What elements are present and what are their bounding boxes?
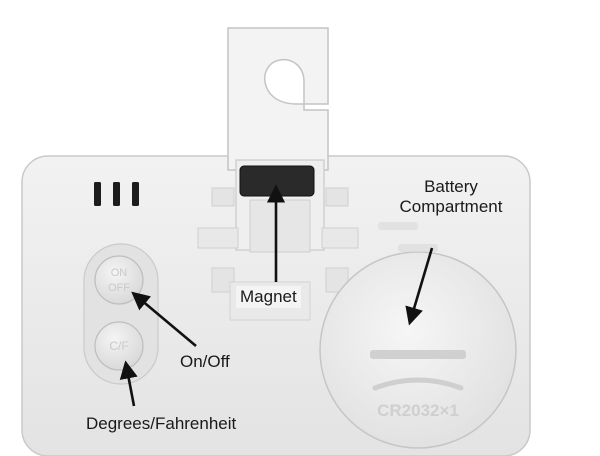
on-off-button: ON OFF — [94, 255, 144, 305]
on-off-arrow — [131, 291, 197, 347]
svg-text:OFF: OFF — [108, 282, 130, 294]
clip-tab — [325, 267, 349, 293]
engraving-marks — [378, 222, 438, 252]
degrees-label: Degrees/Fahrenheit — [86, 414, 237, 433]
battery-label-line1: Battery — [424, 177, 478, 196]
svg-text:C/F: C/F — [109, 339, 128, 353]
clip-tab — [211, 267, 235, 293]
battery-cap: CR2032×1 — [319, 251, 517, 449]
magnet-label: Magnet — [236, 286, 301, 308]
on-off-label: On/Off — [180, 352, 230, 371]
svg-text:CR2032×1: CR2032×1 — [377, 401, 459, 420]
clip-tab — [321, 227, 359, 249]
battery-arrow — [405, 247, 434, 326]
hanger-hook — [227, 27, 329, 253]
speaker-slots — [94, 182, 139, 206]
battery-compartment-label: Battery Compartment — [376, 177, 526, 217]
svg-text:ON: ON — [111, 267, 128, 279]
clip-tab — [325, 187, 349, 207]
clip-tab — [197, 227, 239, 249]
celsius-fahrenheit-button: C/F — [94, 321, 144, 371]
battery-label-line2: Compartment — [399, 197, 503, 216]
clip-tab — [211, 187, 235, 207]
degrees-arrow — [119, 360, 138, 407]
